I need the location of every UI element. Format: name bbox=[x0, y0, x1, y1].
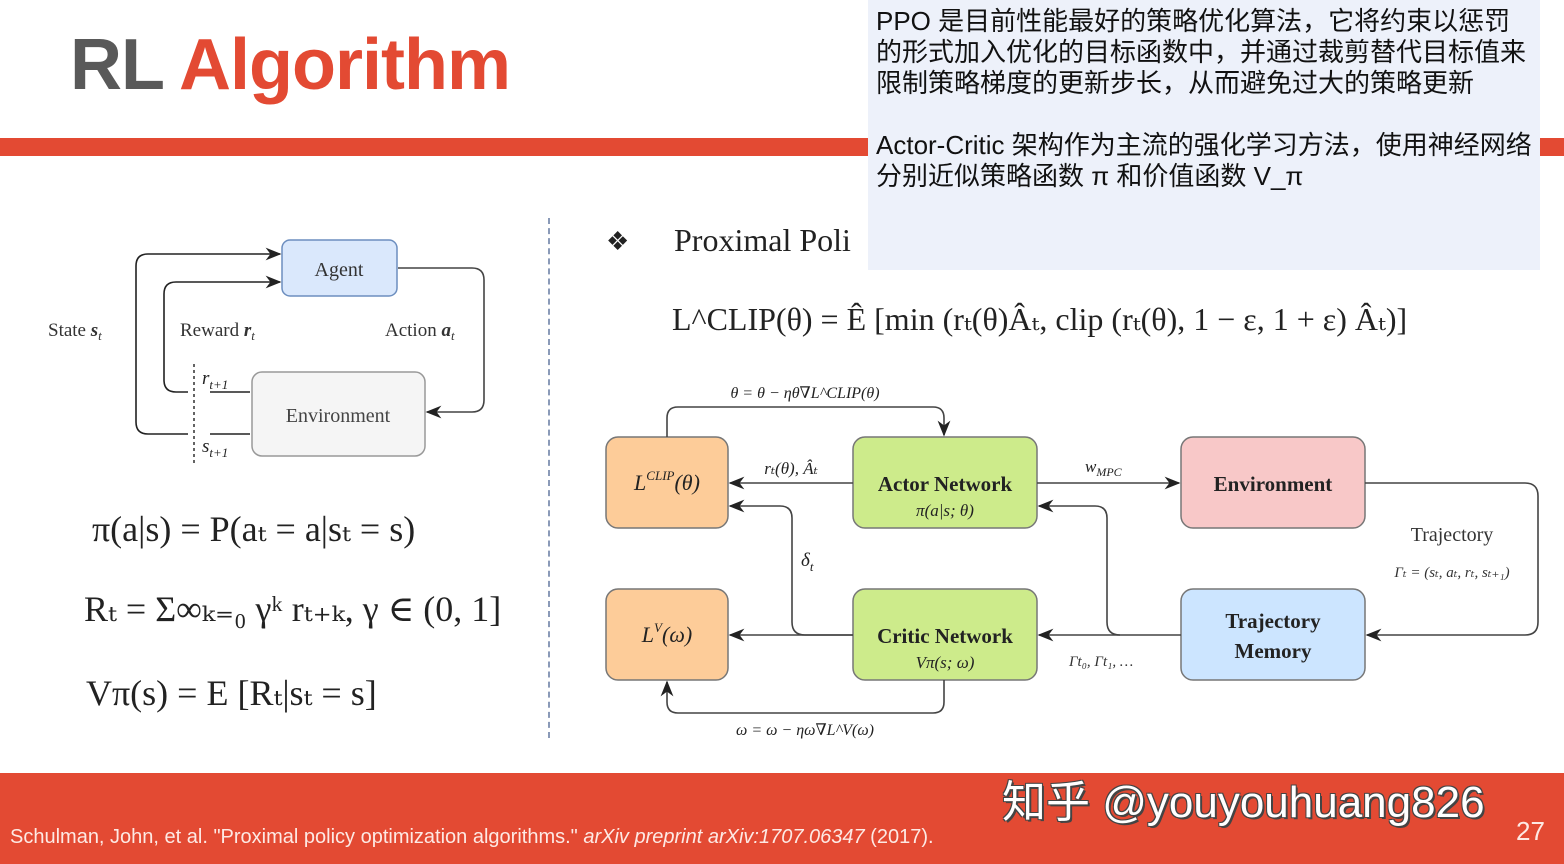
title-main: Algorithm bbox=[179, 25, 511, 105]
svg-text:π(a|s; θ): π(a|s; θ) bbox=[916, 501, 974, 520]
svg-text:State st: State st bbox=[48, 320, 102, 343]
environment-label: Environment bbox=[286, 405, 391, 427]
svg-text:θ = θ − ηθ∇L^CLIP(θ): θ = θ − ηθ∇L^CLIP(θ) bbox=[730, 385, 879, 402]
ppo-heading: Proximal Poli bbox=[674, 222, 851, 258]
footer-bar bbox=[0, 773, 1564, 864]
ppo-actor-critic-diagram: LCLIP(θ) Actor Network π(a|s; θ) Environ… bbox=[605, 385, 1539, 739]
svg-text:Action at: Action at bbox=[385, 320, 455, 343]
return-formula: Rₜ = Σ∞ₖ₌₀ γᵏ rₜ₊ₖ, γ ∈ (0, 1] bbox=[84, 589, 502, 629]
value-formula: Vπ(s) = E [Rₜ|sₜ = s] bbox=[86, 673, 377, 713]
svg-text:wMPC: wMPC bbox=[1085, 457, 1123, 479]
diamond-bullet-icon: ❖ bbox=[606, 226, 630, 256]
svg-text:Γₜ = (sₜ, aₜ, rₜ, sₜ₊₁): Γₜ = (sₜ, aₜ, rₜ, sₜ₊₁) bbox=[1393, 565, 1509, 581]
zhihu-watermark: 知乎 @youyouhuang826 bbox=[1002, 778, 1485, 827]
environment-node bbox=[251, 371, 426, 457]
citation: Schulman, John, et al. "Proximal policy … bbox=[10, 826, 934, 848]
svg-text:δt: δt bbox=[801, 550, 814, 574]
svg-text:Environment: Environment bbox=[1214, 472, 1333, 496]
svg-text:st+1: st+1 bbox=[202, 436, 228, 460]
svg-text:ω = ω − ηω∇L^V(ω): ω = ω − ηω∇L^V(ω) bbox=[736, 722, 874, 739]
note-paragraph-actor-critic: Actor-Critic 架构作为主流的强化学习方法，使用神经网络分别近似策略函… bbox=[876, 130, 1532, 191]
svg-text:Reward rt: Reward rt bbox=[180, 320, 255, 343]
svg-text:rₜ(θ), Âₜ: rₜ(θ), Âₜ bbox=[764, 459, 818, 478]
svg-text:Γt₀, Γt₁, …: Γt₀, Γt₁, … bbox=[1068, 654, 1133, 670]
agent-label: Agent bbox=[315, 259, 364, 281]
svg-text:Memory: Memory bbox=[1235, 639, 1312, 663]
svg-text:Critic Network: Critic Network bbox=[877, 624, 1013, 648]
lv-node bbox=[605, 588, 729, 681]
svg-text:Vπ(s; ω): Vπ(s; ω) bbox=[916, 653, 975, 672]
svg-text:Trajectory: Trajectory bbox=[1225, 609, 1321, 633]
trajectory-memory-node bbox=[1180, 588, 1366, 681]
title-prefix: RL bbox=[70, 25, 164, 105]
annotation-note: PPO 是目前性能最好的策略优化算法，它将约束以惩罚的形式加入优化的目标函数中，… bbox=[868, 0, 1540, 270]
page-number: 27 bbox=[1516, 816, 1545, 846]
rl-loop-diagram: Agent Environment State st Reward rt Act… bbox=[48, 230, 485, 466]
note-paragraph-ppo: PPO 是目前性能最好的策略优化算法，它将约束以惩罚的形式加入优化的目标函数中，… bbox=[876, 6, 1527, 98]
svg-text:LV(ω): LV(ω) bbox=[641, 620, 692, 647]
svg-text:Trajectory: Trajectory bbox=[1411, 524, 1494, 546]
svg-text:Actor Network: Actor Network bbox=[878, 472, 1013, 496]
svg-text:LCLIP(θ): LCLIP(θ) bbox=[633, 468, 700, 495]
policy-formula: π(a|s) = P(aₜ = a|sₜ = s) bbox=[92, 509, 416, 549]
slide-title: RL Algorithm bbox=[70, 20, 511, 110]
section-divider bbox=[548, 218, 550, 738]
svg-text:rt+1: rt+1 bbox=[202, 368, 228, 392]
clip-objective-formula: L^CLIP(θ) = Ê [min (rₜ(θ)Âₜ, clip (rₜ(θ)… bbox=[672, 301, 1408, 337]
